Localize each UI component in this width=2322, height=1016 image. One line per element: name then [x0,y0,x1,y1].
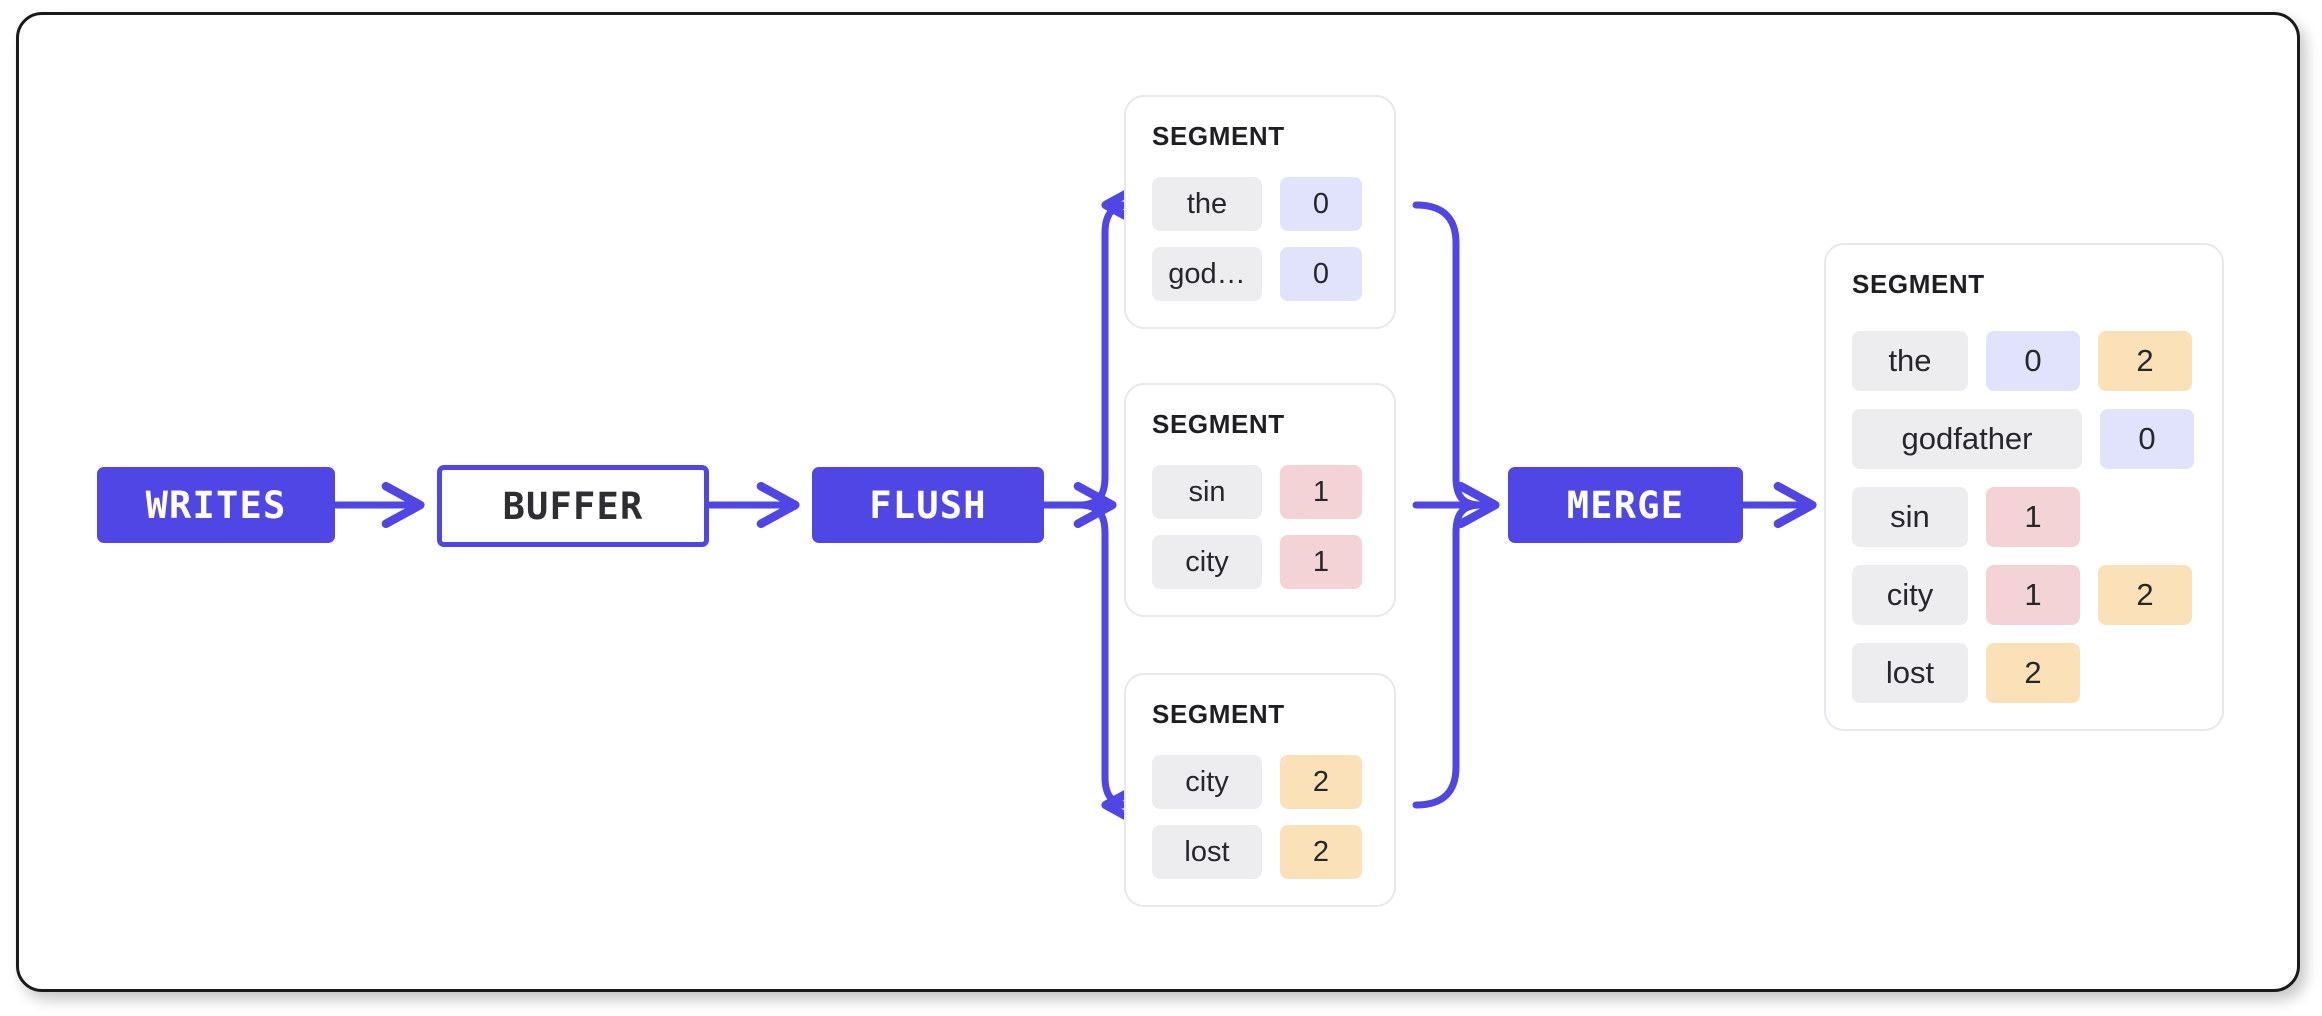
segment-value-chip: 1 [1986,565,2080,625]
connector-segment-2-to-merge [1412,501,1485,809]
segment-rows: the 0 god… 0 [1152,177,1368,301]
segment-value-chip: 0 [1280,247,1362,301]
connector-segment-0-to-merge [1412,201,1485,509]
segment-row: godfather 0 [1852,409,2196,469]
segment-value-chip: 2 [2098,331,2192,391]
segment-key-chip: godfather [1852,409,2082,469]
segment-title: SEGMENT [1152,699,1285,729]
segment-title: SEGMENT [1852,269,1985,299]
segment-key-chip: the [1852,331,1968,391]
segment-value-chip: 2 [1280,825,1362,879]
stage-flush[interactable]: FLUSH [812,467,1044,543]
segment-row: lost 2 [1852,643,2196,703]
segment-key-chip: city [1152,535,1262,589]
segment-value-chip: 2 [1986,643,2080,703]
segment-key-chip: sin [1152,465,1262,519]
segment-key-chip: lost [1852,643,1968,703]
segment-key-chip: lost [1152,825,1262,879]
segment-value-chip: 0 [2100,409,2194,469]
segment-row: lost 2 [1152,825,1368,879]
segment-row: sin 1 [1152,465,1368,519]
segment-value-chip: 2 [2098,565,2192,625]
segment-card-0[interactable]: SEGMENT the 0 god… 0 [1124,95,1396,329]
segment-row: sin 1 [1852,487,2196,547]
segment-value-chip: 2 [1280,755,1362,809]
stage-writes[interactable]: WRITES [97,467,335,543]
segment-value-chip: 1 [1280,465,1362,519]
segment-key-chip: god… [1152,247,1262,301]
segment-value-chip: 0 [1280,177,1362,231]
segment-title: SEGMENT [1152,121,1285,151]
segment-rows: sin 1 city 1 [1152,465,1368,589]
segment-row: city 1 [1152,535,1368,589]
stage-buffer[interactable]: BUFFER [437,465,709,547]
segment-card-2[interactable]: SEGMENT city 2 lost 2 [1124,673,1396,907]
segment-key-chip: city [1152,755,1262,809]
segment-card-1[interactable]: SEGMENT sin 1 city 1 [1124,383,1396,617]
segment-row: god… 0 [1152,247,1368,301]
segment-rows: city 2 lost 2 [1152,755,1368,879]
segment-title: SEGMENT [1152,409,1285,439]
segment-row: the 0 [1152,177,1368,231]
segment-key-chip: the [1152,177,1262,231]
stage-merge[interactable]: MERGE [1508,467,1743,543]
segment-value-chip: 0 [1986,331,2080,391]
segment-row: city 2 [1152,755,1368,809]
segment-value-chip: 1 [1280,535,1362,589]
segment-key-chip: city [1852,565,1968,625]
segment-key-chip: sin [1852,487,1968,547]
segment-value-chip: 1 [1986,487,2080,547]
